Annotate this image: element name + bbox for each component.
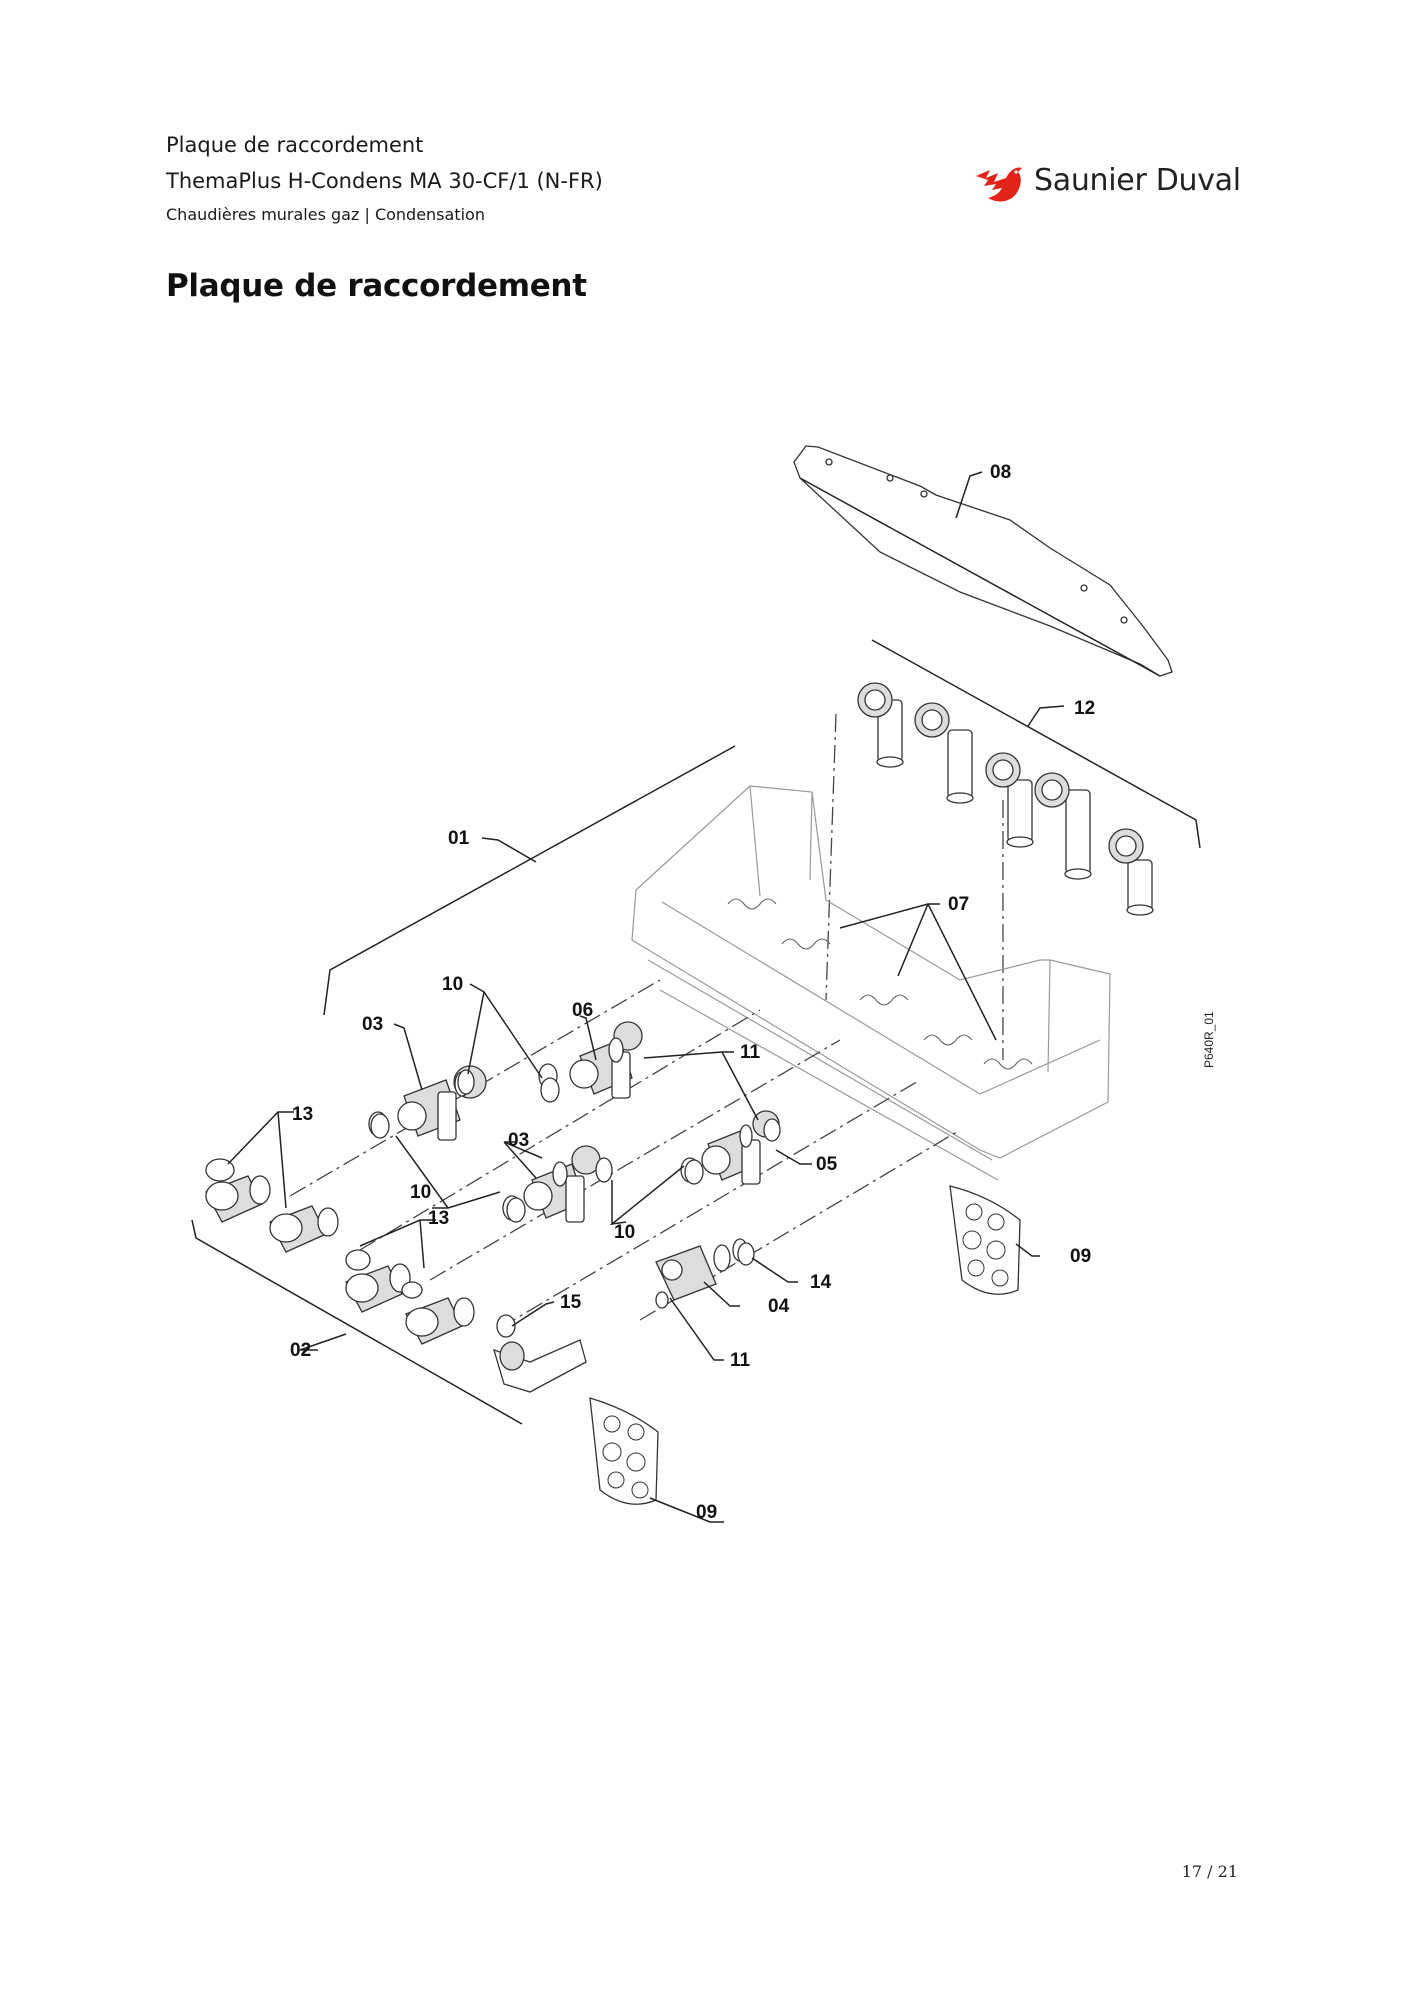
brand-logo: Saunier Duval <box>972 156 1242 212</box>
header-section-name: Plaque de raccordement <box>166 133 424 157</box>
callout-15: 15 <box>560 1292 582 1313</box>
callout-01: 01 <box>448 828 470 849</box>
callout-11-bottom: 11 <box>730 1350 751 1371</box>
callout-13-right: 13 <box>428 1208 449 1229</box>
callout-03-middle: 03 <box>508 1130 529 1151</box>
elbow-pipes <box>825 682 1154 1060</box>
callout-10-left: 10 <box>410 1182 431 1203</box>
callout-09-right: 09 <box>1070 1246 1091 1267</box>
leader-lines <box>227 471 1065 1523</box>
callout-12: 12 <box>1074 698 1095 719</box>
gaskets <box>370 1069 781 1266</box>
bracket-12 <box>871 639 1201 849</box>
gas-valve <box>655 1238 748 1309</box>
callout-03-top: 03 <box>362 1014 383 1035</box>
header-product-name: ThemaPlus H-Condens MA 30-CF/1 (N-FR) <box>166 169 603 193</box>
bracket-01 <box>323 745 736 1016</box>
page-number: 17 / 21 <box>1181 1862 1238 1881</box>
page-title: Plaque de raccordement <box>166 268 587 304</box>
callout-14: 14 <box>810 1272 832 1293</box>
header-category: Chaudières murales gaz | Condensation <box>166 205 485 224</box>
gas-elbow <box>493 1314 587 1393</box>
callout-04: 04 <box>768 1296 790 1317</box>
callout-02: 02 <box>290 1340 311 1361</box>
callout-13-left: 13 <box>292 1104 313 1125</box>
callout-05: 05 <box>816 1154 838 1175</box>
callout-11-top: 11 <box>740 1042 761 1063</box>
union-fittings <box>205 1158 475 1345</box>
bracket-02 <box>191 1219 523 1425</box>
callout-10-bottom: 10 <box>614 1222 635 1243</box>
seal-bags <box>589 1185 1021 1505</box>
callout-06: 06 <box>572 1000 593 1021</box>
drawing-reference-code: P640R_01 <box>1202 1011 1216 1068</box>
brand-name: Saunier Duval <box>1034 163 1241 198</box>
callout-09-bottom: 09 <box>696 1502 717 1523</box>
connection-plate-frame <box>631 785 1111 1181</box>
callout-07: 07 <box>948 894 969 915</box>
mounting-rail <box>793 445 1173 677</box>
brand-bird-icon <box>976 167 1022 202</box>
callout-10-top: 10 <box>442 974 463 995</box>
callout-08: 08 <box>990 462 1011 483</box>
